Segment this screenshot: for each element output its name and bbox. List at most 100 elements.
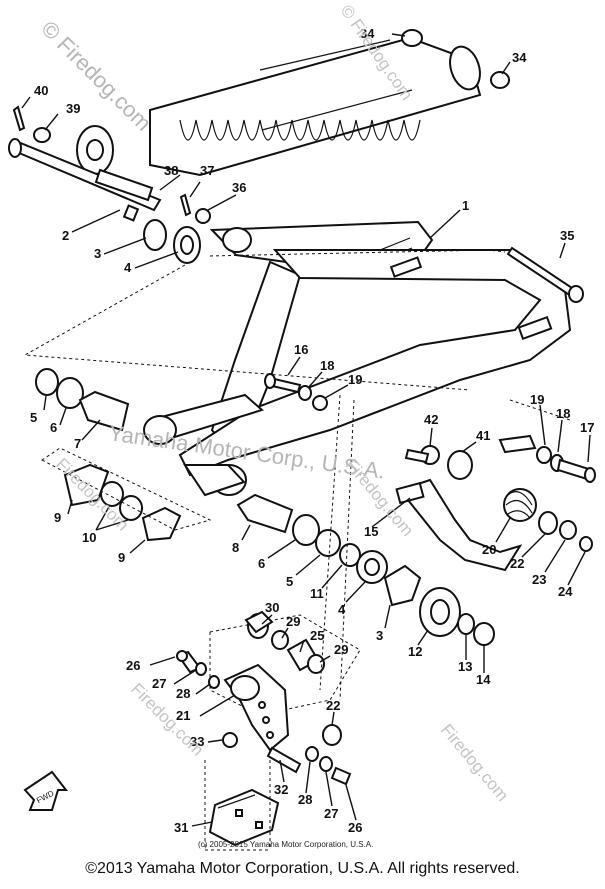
callout-27-upper: 27 [152,676,166,691]
washer-13 [457,613,475,635]
callout-33: 33 [190,734,204,749]
collar-22-right [538,511,558,535]
bolt-26-lower [330,766,352,786]
exploded-parts-diagram: FWD [8,1,596,851]
nut-34-upper [401,29,423,47]
callout-26-upper: 26 [126,658,140,673]
bolt-32 [266,746,302,774]
callout-20: 20 [482,542,496,557]
nut-19-upper [312,395,328,411]
washer-27-upper [195,662,207,676]
swingarm-1 [143,220,572,497]
callout-35: 35 [560,228,574,243]
callout-31: 31 [174,820,188,835]
callout-3-lower: 3 [376,628,383,643]
callout-24: 24 [558,584,573,599]
collar-8 [236,493,294,534]
callout-3-upper: 3 [94,246,101,261]
callout-19-right: 19 [530,392,544,407]
callout-1: 1 [462,198,469,213]
callout-39: 39 [66,101,80,116]
nut-19-right [536,446,552,464]
fwd-arrow-icon: FWD [23,770,69,811]
callout-34-upper: 34 [360,26,375,41]
bushing-41 [447,450,473,480]
callout-6-right: 6 [258,556,265,571]
callout-18-right: 18 [556,406,570,421]
callout-38: 38 [164,163,178,178]
nut-24 [579,536,593,552]
washer-10b [119,495,143,521]
callout-37: 37 [200,163,214,178]
washer-39 [33,127,51,143]
callout-41: 41 [476,428,490,443]
collar-22-lower [322,724,342,746]
nut-28-lower [305,746,319,762]
callout-18-upper: 18 [320,358,334,373]
callout-11: 11 [310,586,324,601]
callout-10: 10 [82,530,96,545]
cotter-pin-40 [12,105,26,132]
callout-14: 14 [476,672,491,687]
small-copyright-line: (c) 2005-2015 Yamaha Motor Corporation, … [198,840,373,849]
callout-12: 12 [408,644,422,659]
spacer-38 [94,168,154,202]
callout-28-upper: 28 [176,686,190,701]
callout-8: 8 [232,540,239,555]
shock-bolt-2 [8,138,162,222]
callout-42: 42 [424,412,438,427]
callout-27-lower: 27 [324,806,338,821]
collar-3-lower [383,564,422,607]
collar-7 [78,390,130,432]
callout-23: 23 [532,572,546,587]
callout-34-right: 34 [512,50,527,65]
nut-33 [222,732,238,748]
bracket-15 [398,478,523,572]
nut-14 [473,622,495,646]
callout-13: 13 [458,659,472,674]
callout-5-left: 5 [30,410,37,425]
callout-4-upper: 4 [124,260,132,275]
callout-16: 16 [294,342,308,357]
cotter-pin-37 [179,193,192,217]
callout-40: 40 [34,83,48,98]
chain-guide-assembly [176,610,361,851]
callout-9-lower: 9 [118,550,125,565]
callout-9-upper: 9 [54,510,61,525]
washer-36 [195,208,211,224]
callout-30: 30 [265,600,279,615]
washer-11 [339,543,361,567]
copyright-footer: ©2013 Yamaha Motor Corporation, U.S.A. A… [85,860,520,877]
callout-29-lower: 29 [334,642,348,657]
bearing-6-right [292,514,320,546]
collar-3 [143,219,167,251]
spring-20 [498,434,537,522]
callout-25: 25 [310,628,324,643]
watermark-firedog-lower-right: Firedog.com [437,720,512,805]
seal-5-right [315,529,341,557]
washer-18-upper [298,385,312,401]
callout-36: 36 [232,180,246,195]
watermark-firedog-lower-left: Firedog.com [127,679,207,759]
callout-32: 32 [274,782,288,797]
callout-28-lower: 28 [298,792,312,807]
callout-7: 7 [74,436,81,451]
callout-19-upper: 19 [348,372,362,387]
shock-spring [179,39,421,141]
washer-29-lower [307,654,325,674]
callout-26-lower: 26 [348,820,362,835]
callout-17: 17 [580,420,594,435]
callout-4-lower: 4 [338,602,346,617]
seal-5-left [35,368,59,396]
callout-2: 2 [62,228,69,243]
callout-22-lower: 22 [326,698,340,713]
callout-5-right: 5 [286,574,293,589]
callout-numbers: 34 34 40 39 38 37 36 1 2 3 4 35 16 18 19… [30,26,594,835]
callout-6-left: 6 [50,420,57,435]
washer-29-upper [271,630,289,650]
washer-27-lower [319,756,333,772]
callout-15: 15 [364,524,378,539]
leader-lines [21,33,591,827]
washer-23 [559,520,577,540]
nut-34-right [490,71,510,89]
